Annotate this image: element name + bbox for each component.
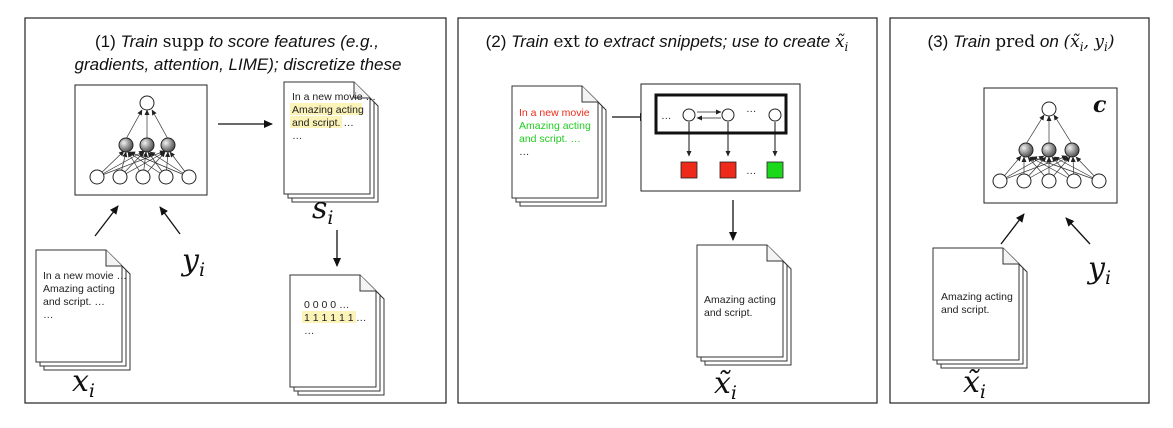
panel-2-frame <box>457 17 878 404</box>
doc-stack-scores: In a new movie … Amazing acting and scri… <box>283 81 379 203</box>
model-pred: c <box>983 87 1118 204</box>
svg-text:In a new movie …: In a new movie … <box>292 91 376 103</box>
panel-1-caption-line2: gradients, attention, LIME); discretize … <box>75 55 402 74</box>
highlight <box>290 116 342 128</box>
sequence-node <box>682 108 696 122</box>
sequence-node <box>768 108 782 122</box>
hidden-node <box>1041 142 1057 158</box>
panel-2: (2) Train ext to extract snippets; use t… <box>457 17 878 404</box>
arrow-x-to-model <box>94 205 119 237</box>
arrow-y-to-predictor <box>1065 217 1091 245</box>
panel-1-caption-line1: (1) Train supp to score features (e.g., <box>95 32 379 52</box>
doc-stack-extract-output: Amazing acting and script. <box>696 244 792 366</box>
svg-text:In a new movie: In a new movie <box>519 107 590 119</box>
svg-text:…: … <box>519 146 530 158</box>
input-node <box>112 169 128 185</box>
svg-text:…: … <box>292 130 303 142</box>
svg-text:In a new movie …: In a new movie … <box>43 270 127 282</box>
input-node <box>1066 173 1082 189</box>
label-xtilde-i: x̃i <box>714 366 737 404</box>
sequence-node <box>721 108 735 122</box>
svg-text:1 1 1 1 1 1: 1 1 1 1 1 1 <box>304 312 354 324</box>
input-node <box>1041 173 1057 189</box>
svg-text:…: … <box>746 103 757 115</box>
svg-text:Amazing acting: Amazing acting <box>704 294 776 306</box>
label-xtilde-i: x̃i <box>963 365 986 403</box>
model-supp <box>74 84 208 196</box>
panel-3: (3) Train pred on (x̃i, yi) c <box>889 17 1150 404</box>
model-ext: … … … <box>640 83 801 192</box>
hidden-node <box>118 137 134 153</box>
input-node <box>135 169 151 185</box>
svg-text:and script. …: and script. … <box>43 296 105 308</box>
label-x-i: xi <box>72 364 95 402</box>
doc-stack-input: In a new movie … Amazing acting and scri… <box>35 249 131 371</box>
mask-token-off <box>719 161 737 179</box>
mask-token-off <box>680 161 698 179</box>
svg-text:Amazing acting: Amazing acting <box>43 283 115 295</box>
svg-text:…: … <box>746 165 757 177</box>
hidden-node <box>139 137 155 153</box>
label-y-i: yi <box>1086 251 1111 289</box>
svg-text:…: … <box>304 325 315 337</box>
svg-text:Amazing acting: Amazing acting <box>941 291 1013 303</box>
panel-2-caption: (2) Train ext to extract snippets; use t… <box>486 32 849 54</box>
output-node <box>1041 101 1057 117</box>
label-y-i: yi <box>180 243 205 281</box>
panel-3-caption: (3) Train pred on (x̃i, yi) <box>928 32 1115 54</box>
svg-text:and script. …: and script. … <box>292 117 354 129</box>
doc-stack-binary: 0 0 0 0 … 1 1 1 1 1 1 … … <box>289 274 385 396</box>
svg-text:Amazing acting: Amazing acting <box>292 104 364 116</box>
output-node <box>139 95 155 111</box>
svg-text:and script. …: and script. … <box>519 133 581 145</box>
highlight <box>302 311 356 323</box>
highlight <box>290 103 362 115</box>
svg-text:…: … <box>356 312 367 324</box>
doc-stack-extract-input: In a new movie Amazing acting and script… <box>511 85 607 207</box>
svg-text:…: … <box>661 110 672 122</box>
input-node <box>1091 173 1107 189</box>
svg-text:Amazing acting: Amazing acting <box>519 120 591 132</box>
svg-text:and script.: and script. <box>941 304 989 316</box>
svg-text:…: … <box>43 309 54 321</box>
mask-token-on <box>766 161 784 179</box>
arrow-y-to-model <box>159 206 181 235</box>
model-label-c: c <box>1093 92 1107 118</box>
sequence-encoder <box>654 93 788 135</box>
arrow-xtilde-to-predictor <box>1000 213 1025 245</box>
input-node <box>89 169 105 185</box>
input-node <box>1016 173 1032 189</box>
input-node <box>181 169 197 185</box>
hidden-node <box>1064 142 1080 158</box>
panel-1: (1) Train supp to score features (e.g., … <box>24 17 447 404</box>
hidden-node <box>160 137 176 153</box>
svg-text:and script.: and script. <box>704 307 752 319</box>
label-s-i: si <box>312 191 333 229</box>
input-node <box>992 173 1008 189</box>
svg-text:0 0 0 0 …: 0 0 0 0 … <box>304 299 350 311</box>
input-node <box>158 169 174 185</box>
doc-stack-pred-input: Amazing acting and script. <box>932 247 1028 369</box>
hidden-node <box>1018 142 1034 158</box>
